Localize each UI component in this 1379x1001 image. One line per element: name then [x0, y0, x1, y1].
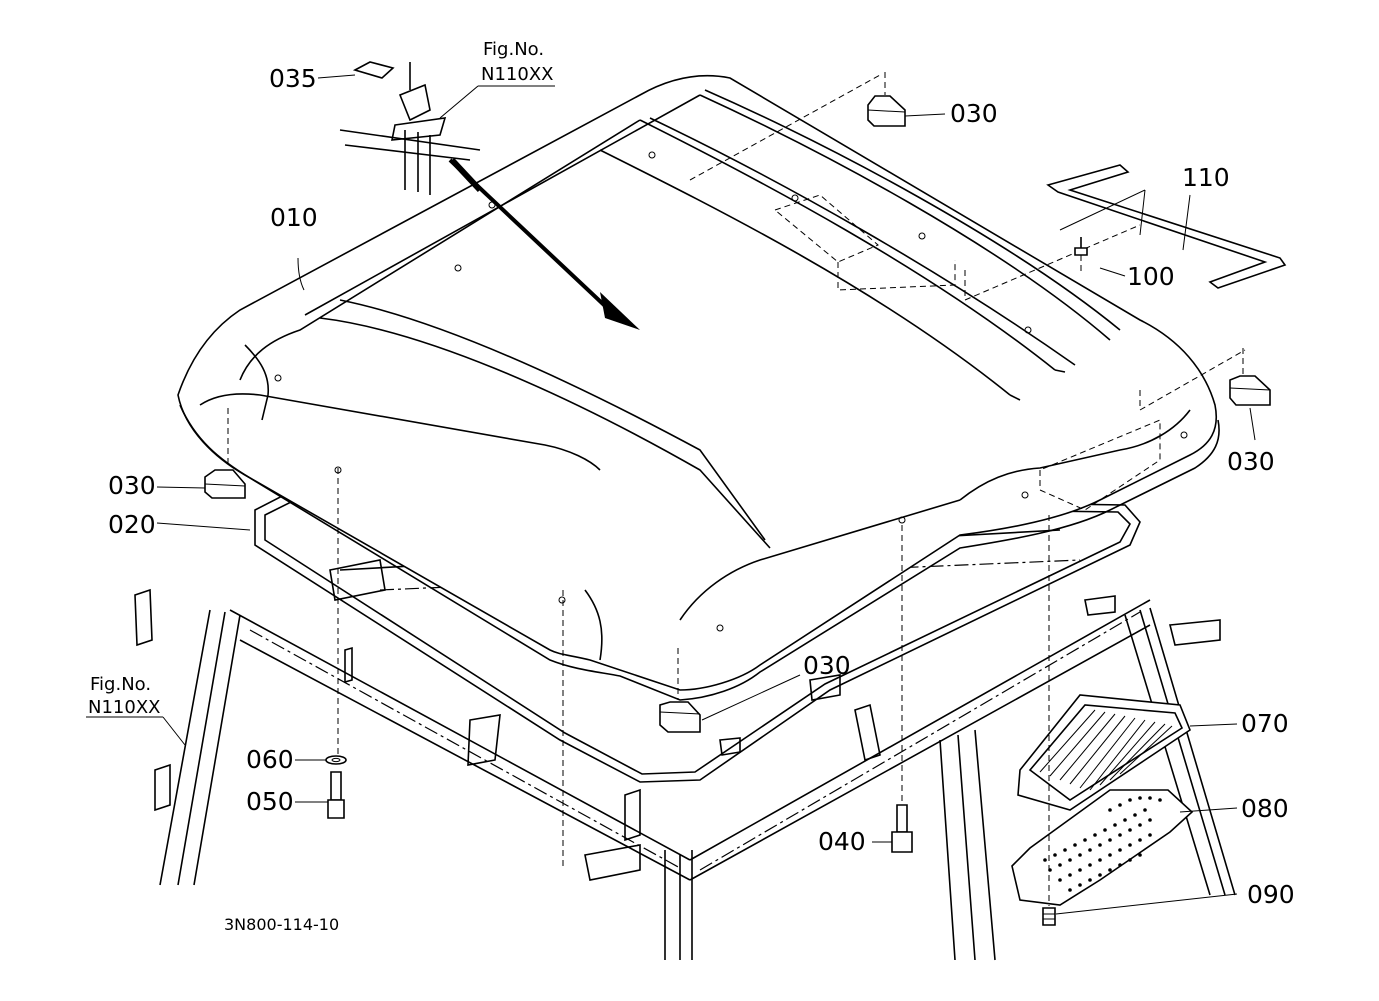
part-070	[1017, 694, 1191, 811]
fig-code-left: N110XX	[88, 697, 160, 718]
part-110	[1046, 164, 1287, 289]
label-110: 110	[1182, 163, 1230, 192]
rear-bracket	[391, 62, 447, 141]
label-050: 050	[246, 787, 294, 816]
part-030-right	[1229, 348, 1271, 406]
label-030-left: 030	[108, 471, 156, 500]
label-030-bottom: 030	[803, 651, 851, 680]
part-040	[891, 525, 913, 853]
roof-holes	[274, 151, 1188, 632]
label-060: 060	[246, 745, 294, 774]
label-100: 100	[1127, 262, 1175, 291]
perforations	[1043, 796, 1162, 892]
label-030-right: 030	[1227, 447, 1275, 476]
part-030-bottom	[659, 648, 701, 733]
label-035: 035	[269, 64, 317, 93]
fig-no-left: Fig.No.	[90, 674, 151, 695]
leader-lines	[86, 74, 1256, 915]
fig-no-top: Fig.No.	[483, 39, 544, 60]
part-090	[1042, 515, 1056, 926]
part-060	[325, 755, 347, 765]
label-090: 090	[1247, 880, 1295, 909]
label-080: 080	[1241, 794, 1289, 823]
label-020: 020	[108, 510, 156, 539]
fig-code-top: N110XX	[481, 64, 553, 85]
part-035	[352, 61, 395, 79]
label-010: 010	[270, 203, 318, 232]
part-100	[1074, 237, 1088, 275]
part-labels: 035 010 030 110 100 030 030 020 030 070 …	[88, 39, 1295, 934]
roof-010	[177, 74, 1246, 701]
part-050	[327, 468, 345, 819]
part-030-top	[867, 72, 906, 127]
label-040: 040	[818, 827, 866, 856]
drawing-code: 3N800-114-10	[224, 915, 339, 934]
part-030-left	[204, 408, 246, 499]
part-080	[1011, 789, 1194, 906]
label-070: 070	[1241, 709, 1289, 738]
label-030-top: 030	[950, 99, 998, 128]
